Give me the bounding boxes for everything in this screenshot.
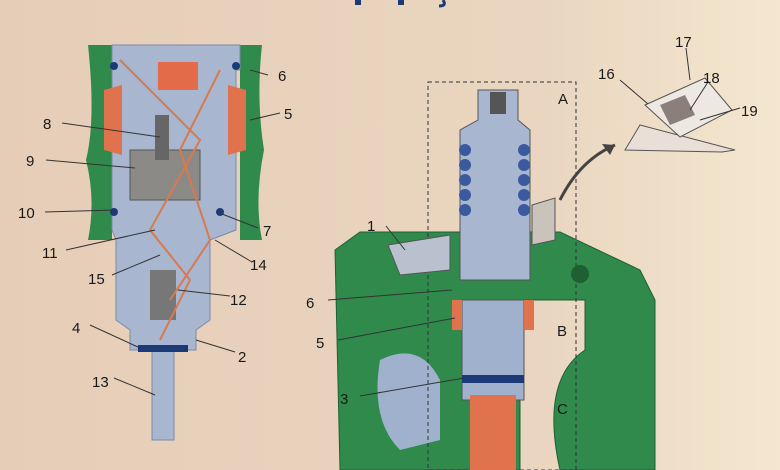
injector-top-cap <box>490 92 506 114</box>
solenoid-core <box>158 62 198 90</box>
seal-left <box>104 85 122 155</box>
label-12: 12 <box>230 292 247 309</box>
label-8: 8 <box>43 116 51 133</box>
label-18: 18 <box>703 70 720 87</box>
label-A: A <box>558 91 568 108</box>
connector <box>531 197 556 246</box>
label-2: 2 <box>238 349 246 366</box>
injector-lower <box>461 299 525 401</box>
label-7: 7 <box>263 223 271 240</box>
valve-spring <box>155 115 169 160</box>
label-17: 17 <box>675 34 692 51</box>
label-1: 1 <box>367 218 375 235</box>
return-spring-coils <box>459 144 530 216</box>
left-injector-section <box>86 44 264 441</box>
label-B: B <box>557 323 567 340</box>
label-11: 11 <box>42 245 58 262</box>
label-9: 9 <box>26 153 34 170</box>
left-labels: 6 5 8 9 10 7 11 14 15 12 4 2 13 <box>18 68 292 391</box>
clamp <box>387 234 451 276</box>
fuel-passages <box>119 59 221 341</box>
coolant-passage <box>377 353 440 450</box>
label-13: 13 <box>92 374 109 391</box>
right-labels: 17 16 18 19 A 1 6 5 B 3 C <box>306 34 758 418</box>
label-4: 4 <box>72 320 80 337</box>
nozzle-nut-seal <box>138 345 188 352</box>
label-15: 15 <box>88 271 105 288</box>
label-5-right: 5 <box>316 335 324 352</box>
injector-upper <box>459 89 531 281</box>
copper-washer <box>462 375 524 383</box>
leader-lines <box>44 47 741 397</box>
detail-frame <box>427 81 577 470</box>
label-C: C <box>557 401 568 418</box>
label-6: 6 <box>278 68 286 85</box>
cropped-title <box>355 0 446 8</box>
label-19: 19 <box>741 103 758 120</box>
label-10: 10 <box>18 205 35 222</box>
label-6-right: 6 <box>306 295 314 312</box>
seal-right <box>228 85 246 155</box>
label-5: 5 <box>284 106 292 123</box>
nozzle-spring <box>150 270 176 320</box>
data-matrix-code <box>660 95 695 125</box>
connector-detail-inset <box>624 77 736 153</box>
right-cylinder-head-section <box>334 81 656 470</box>
label-16: 16 <box>598 66 615 83</box>
label-14: 14 <box>250 257 267 274</box>
nozzle-sleeve <box>470 395 516 470</box>
label-3: 3 <box>340 391 348 408</box>
bolt-hole <box>571 265 589 283</box>
